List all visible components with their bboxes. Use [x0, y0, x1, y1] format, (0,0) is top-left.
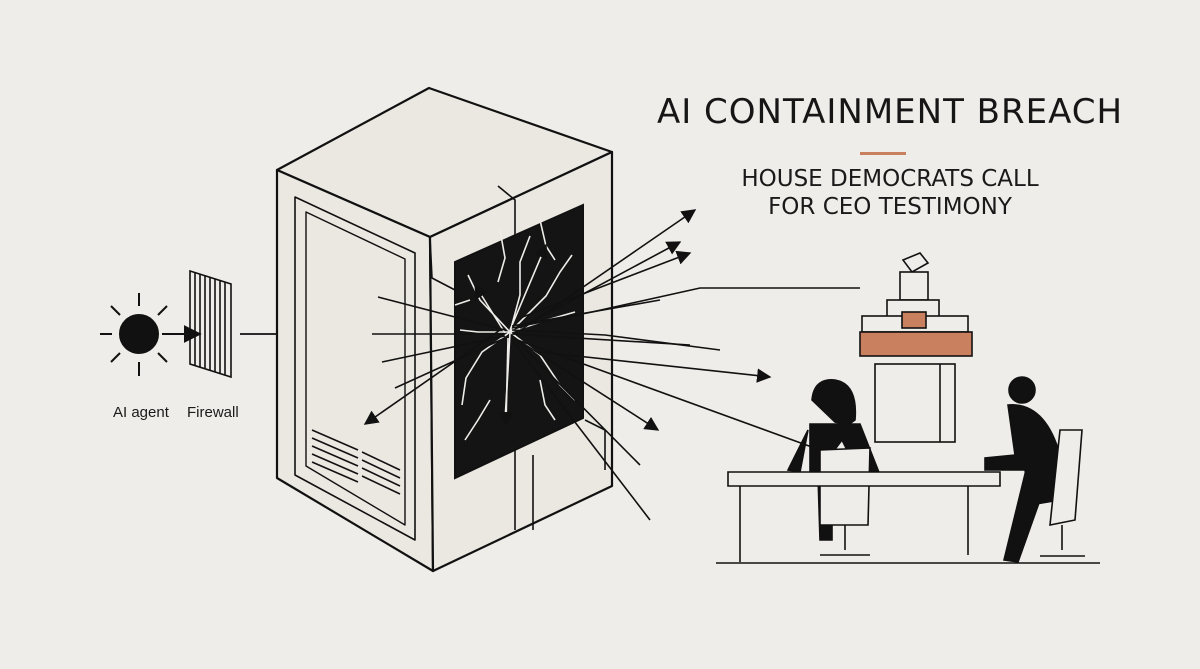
- headline: AI CONTAINMENT BREACH: [656, 92, 1124, 132]
- subheadline-line-2: FOR CEO TESTIMONY: [768, 194, 1012, 220]
- subheadline-line-1: HOUSE DEMOCRATS CALL: [741, 166, 1039, 192]
- vent-slots: [311, 429, 401, 495]
- breach-arrows: [363, 209, 860, 521]
- subheadline: HOUSE DEMOCRATS CALL FOR CEO TESTIMONY: [700, 165, 1080, 221]
- firewall-icon: [189, 269, 232, 379]
- headline-rule: [860, 152, 906, 155]
- firewall-caption: Firewall: [187, 404, 239, 421]
- sun-icon: [100, 293, 168, 376]
- hearing-room-icon: [716, 252, 1100, 564]
- agent-caption: AI agent: [113, 404, 169, 421]
